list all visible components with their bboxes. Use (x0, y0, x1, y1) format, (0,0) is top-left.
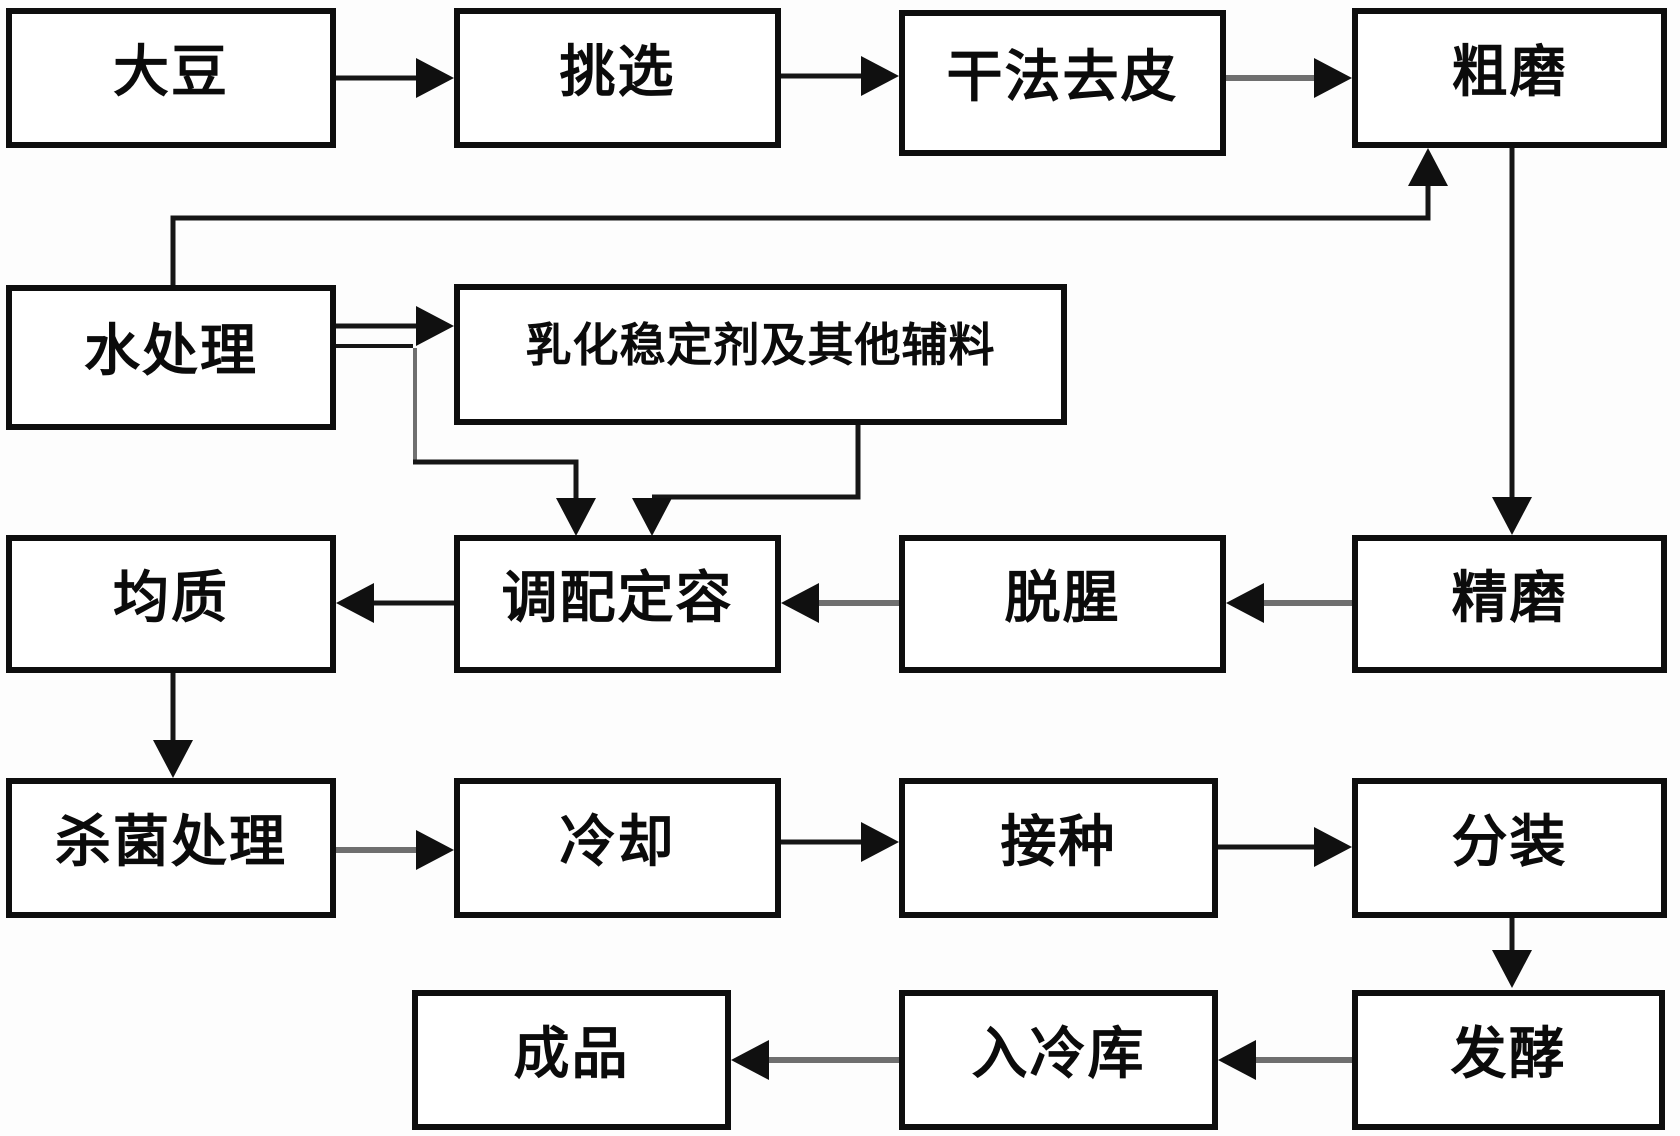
node-cooling: 冷却 (454, 778, 781, 918)
node-inoculation: 接种 (899, 778, 1218, 918)
edge-blending-homogenization (336, 583, 454, 623)
edge-cooling-inoculation (781, 822, 899, 862)
edge-homogenization-sterilization (153, 673, 193, 778)
edge-fermentation-cold-storage (1218, 1040, 1352, 1080)
edge-water-treatment-emulsifier (336, 306, 454, 346)
edge-selection-dry-peeling (781, 56, 899, 96)
edge-sterilization-cooling (336, 830, 454, 870)
node-deodorization: 脱腥 (899, 535, 1226, 673)
edge-inoculation-filling (1218, 827, 1352, 867)
node-cold-storage: 入冷库 (899, 990, 1218, 1130)
node-filling: 分装 (1352, 778, 1667, 918)
node-fermentation: 发酵 (1352, 990, 1665, 1130)
node-dry-peeling: 干法去皮 (899, 10, 1226, 156)
edge-cold-storage-finished-product (731, 1040, 899, 1080)
node-blending: 调配定容 (454, 535, 781, 673)
node-emulsifier-and-auxiliary: 乳化稳定剂及其他辅料 (454, 284, 1067, 425)
edge-fine-grinding-deodorization (1226, 583, 1352, 623)
edge-filling-fermentation (1492, 918, 1532, 988)
edge-water-treatment-coarse-grinding (170, 148, 1448, 285)
edge-deodorization-blending (781, 583, 899, 623)
node-fine-grinding: 精磨 (1352, 535, 1667, 673)
edge-emulsifier-blending (632, 425, 861, 536)
node-selection: 挑选 (454, 8, 781, 148)
node-finished-product: 成品 (412, 990, 731, 1130)
node-coarse-grinding: 粗磨 (1352, 8, 1667, 148)
edge-dry-peeling-coarse-grinding (1226, 58, 1352, 98)
node-homogenization: 均质 (6, 535, 336, 673)
node-sterilization: 杀菌处理 (6, 778, 336, 918)
edge-coarse-grinding-fine-grinding (1492, 148, 1532, 535)
node-water-treatment: 水处理 (6, 285, 336, 430)
edge-soybean-selection (336, 58, 454, 98)
node-soybean: 大豆 (6, 8, 336, 148)
